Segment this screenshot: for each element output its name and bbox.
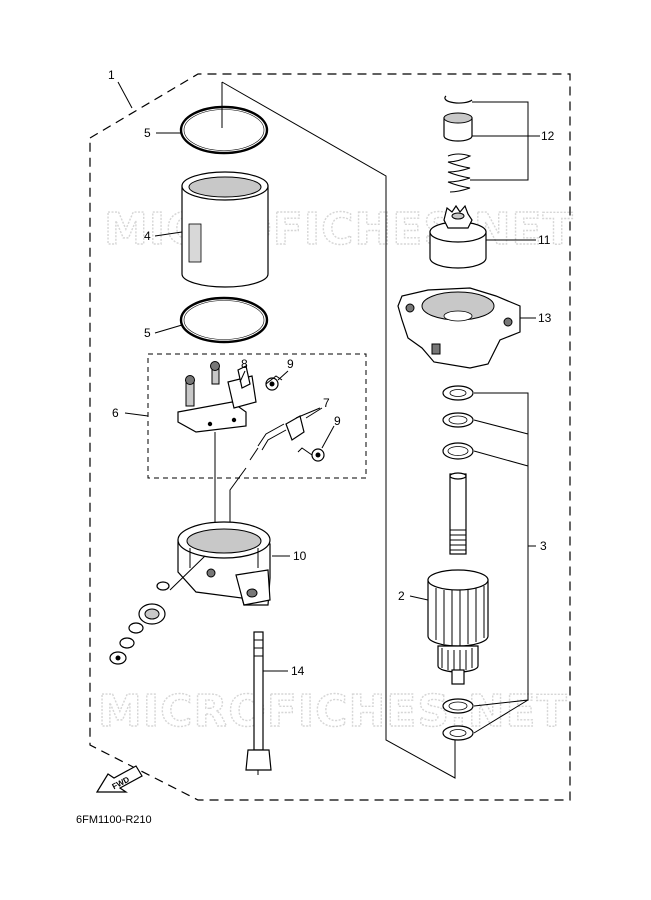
o-ring-top <box>179 105 269 155</box>
callout-7: 7 <box>323 396 330 410</box>
callout-13: 13 <box>538 311 552 325</box>
brush-spring-bottom <box>297 447 325 462</box>
callout-5-bottom: 5 <box>144 326 151 340</box>
drawing-code: 6FM1100-R210 <box>76 814 152 826</box>
assembly-guide-line <box>221 81 456 779</box>
callout-3: 3 <box>540 539 547 553</box>
o-ring-bottom <box>179 296 269 344</box>
yoke-part <box>181 171 269 288</box>
armature-washers-top <box>442 385 474 460</box>
callout-9-bottom: 9 <box>334 414 341 428</box>
callout-10: 10 <box>293 549 307 563</box>
fwd-arrow-icon: FWD <box>95 765 143 793</box>
brush-lead <box>249 407 321 461</box>
watermark-top: MICROFICHES.NET <box>104 204 574 255</box>
callout-11: 11 <box>538 233 551 247</box>
callout-6: 6 <box>112 406 119 420</box>
callout-3-bracket <box>473 392 536 734</box>
front-bracket <box>397 287 521 369</box>
callout-2: 2 <box>398 589 405 603</box>
callout-12-bracket <box>470 101 540 181</box>
terminal-nut-washer <box>109 637 135 665</box>
armature-washers-bottom <box>442 698 474 741</box>
callout-4: 4 <box>144 229 151 243</box>
pinion-spring <box>447 153 472 193</box>
callout-12: 12 <box>541 129 555 143</box>
stopper-clip <box>444 95 473 104</box>
brush-plate <box>177 361 257 433</box>
terminal-insulator <box>138 581 170 625</box>
o-ring-bottom-inner <box>183 300 265 340</box>
o-ring-top-inner <box>183 109 265 151</box>
pinion-drive <box>429 204 487 269</box>
terminal-washer <box>128 622 144 634</box>
callout-1: 1 <box>108 68 115 82</box>
rear-housing <box>177 521 271 606</box>
assembly-boundary <box>89 73 571 801</box>
through-bolt <box>245 631 272 775</box>
callout-8: 8 <box>241 357 248 371</box>
watermark-bottom: MICROFICHES.NET <box>98 686 568 737</box>
armature <box>427 472 489 685</box>
callout-9-top: 9 <box>287 357 294 371</box>
pinion-collar <box>443 112 473 142</box>
callout-5-top: 5 <box>144 126 151 140</box>
washer-guide-line <box>169 555 206 591</box>
callout-14: 14 <box>291 664 305 678</box>
leader-lines <box>117 81 536 672</box>
